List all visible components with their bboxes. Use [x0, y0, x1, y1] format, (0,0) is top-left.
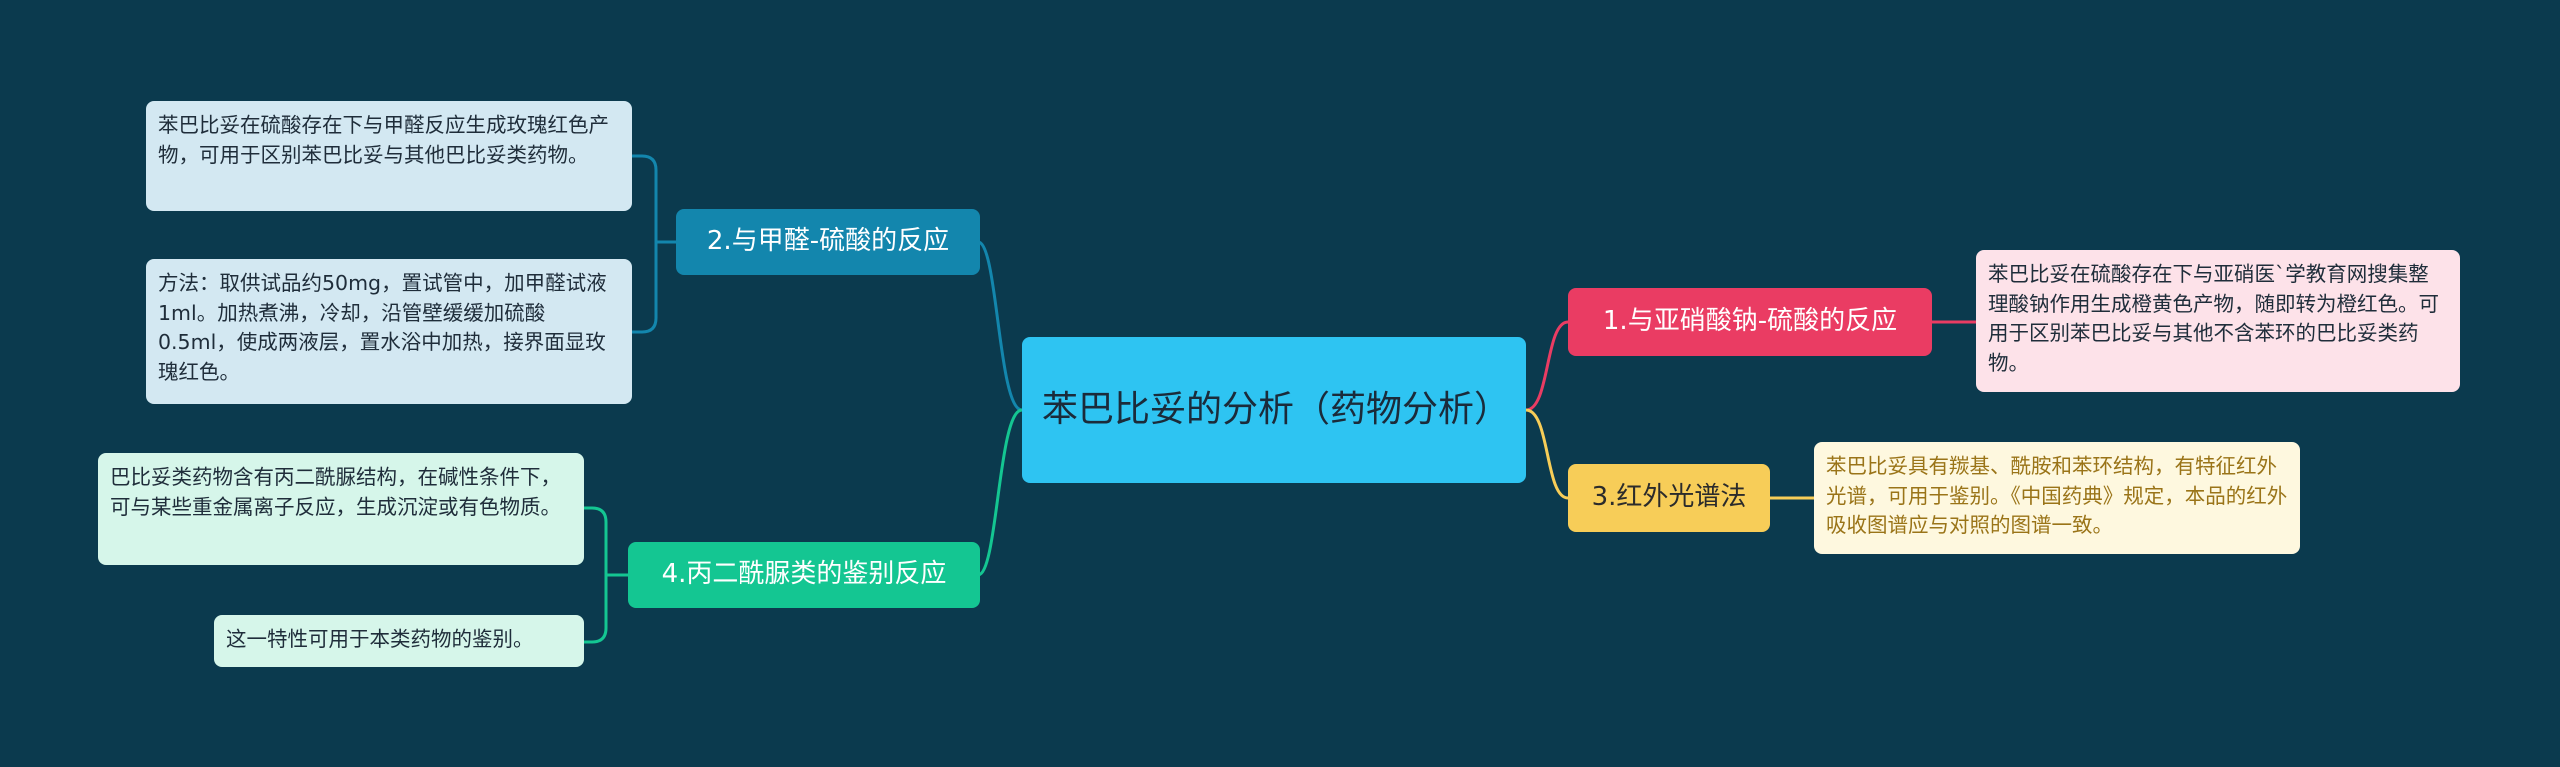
- link-root-b4: [977, 408, 1023, 577]
- leaf-4-2-text: 这一特性可用于本类药物的鉴别。: [226, 627, 534, 651]
- branch-2-label: 2.与甲醛-硫酸的反应: [706, 226, 950, 257]
- root-label: 苯巴比妥的分析（药物分析）: [1042, 388, 1511, 430]
- link-b4-leaf1: [584, 506, 628, 577]
- leaf-2-2-text: 方法：取供试品约50mg，置试管中，加甲醛试液1ml。加热煮沸，冷却，沿管壁缓缓…: [158, 271, 607, 385]
- leaf-4-1-text: 巴比妥类药物含有丙二酰脲结构，在碱性条件下，可与某些重金属离子反应，生成沉淀或有…: [110, 465, 561, 519]
- branch-1-label: 1.与亚硝酸钠-硫酸的反应: [1602, 306, 1898, 337]
- leaf-2-1-text: 苯巴比妥在硫酸存在下与甲醛反应生成玫瑰红色产物，可用于区别苯巴比妥与其他巴比妥类…: [158, 113, 609, 167]
- link-b4-leaf2: [584, 573, 628, 644]
- leaf-1-1-text: 苯巴比妥在硫酸存在下与亚硝医`学教育网搜集整理酸钠作用生成橙黄色产物，随即转为橙…: [1988, 262, 2439, 376]
- branch-node-4[interactable]: 4.丙二酰脲类的鉴别反应: [628, 542, 980, 608]
- leaf-node-2-1[interactable]: 苯巴比妥在硫酸存在下与甲醛反应生成玫瑰红色产物，可用于区别苯巴比妥与其他巴比妥类…: [146, 101, 632, 211]
- leaf-node-4-2[interactable]: 这一特性可用于本类药物的鉴别。: [214, 615, 584, 667]
- leaf-3-1-text: 苯巴比妥具有羰基、酰胺和苯环结构，有特征红外光谱，可用于鉴别。《中国药典》规定，…: [1826, 454, 2288, 538]
- leaf-node-3-1[interactable]: 苯巴比妥具有羰基、酰胺和苯环结构，有特征红外光谱，可用于鉴别。《中国药典》规定，…: [1814, 442, 2300, 554]
- branch-node-1[interactable]: 1.与亚硝酸钠-硫酸的反应: [1568, 288, 1932, 356]
- root-node[interactable]: 苯巴比妥的分析（药物分析）: [1022, 337, 1526, 483]
- link-b2-leaf2: [632, 240, 676, 334]
- link-root-b3: [1525, 408, 1569, 500]
- leaf-node-1-1[interactable]: 苯巴比妥在硫酸存在下与亚硝医`学教育网搜集整理酸钠作用生成橙黄色产物，随即转为橙…: [1976, 250, 2460, 392]
- link-root-b2: [977, 240, 1023, 412]
- leaf-node-4-1[interactable]: 巴比妥类药物含有丙二酰脲结构，在碱性条件下，可与某些重金属离子反应，生成沉淀或有…: [98, 453, 584, 565]
- leaf-node-2-2[interactable]: 方法：取供试品约50mg，置试管中，加甲醛试液1ml。加热煮沸，冷却，沿管壁缓缓…: [146, 259, 632, 404]
- branch-node-3[interactable]: 3.红外光谱法: [1568, 464, 1770, 532]
- branch-3-label: 3.红外光谱法: [1591, 482, 1747, 513]
- link-root-b1: [1525, 320, 1569, 412]
- branch-node-2[interactable]: 2.与甲醛-硫酸的反应: [676, 209, 980, 275]
- link-b2-leaf1: [632, 154, 676, 244]
- branch-4-label: 4.丙二酰脲类的鉴别反应: [661, 559, 947, 590]
